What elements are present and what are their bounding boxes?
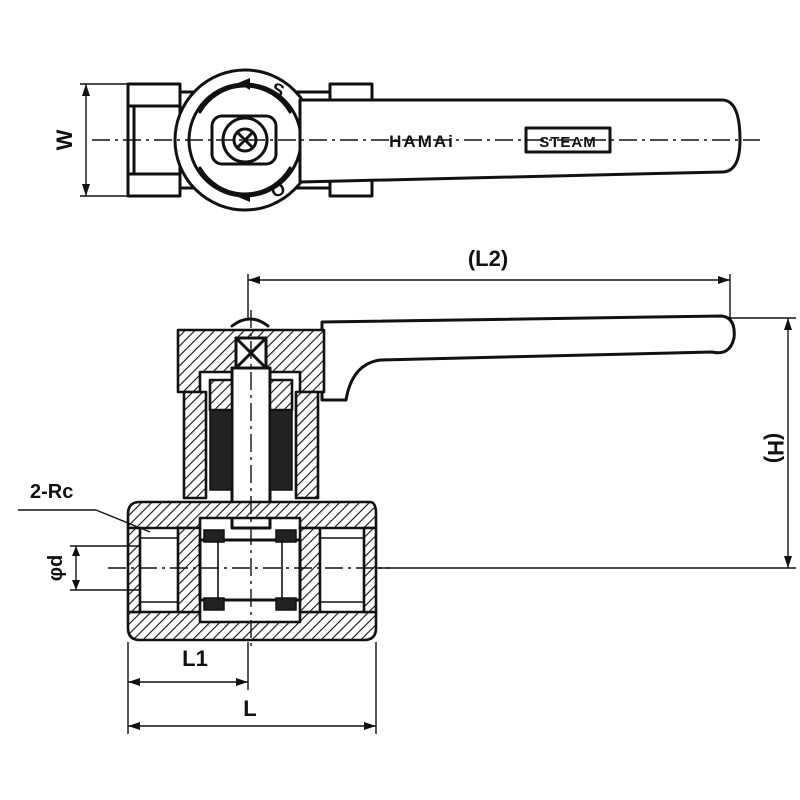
l2-dimension: (L2): [247, 246, 731, 322]
l-dimension: L: [127, 642, 377, 734]
phid-dimension: φd: [45, 545, 140, 591]
close-mark-o: O: [268, 178, 288, 202]
brand-text: HAMAi: [389, 132, 455, 151]
rc-label: 2-Rc: [30, 481, 73, 503]
rc-callout: 2-Rc: [18, 481, 151, 533]
l2-label: (L2): [468, 246, 508, 271]
steam-text: STEAM: [539, 134, 597, 151]
h-label: (H): [763, 433, 788, 464]
width-label: W: [52, 129, 77, 150]
side-section-view: (L2) (H): [18, 246, 796, 734]
l1-label: L1: [182, 646, 208, 671]
l1-dimension: L1: [127, 642, 249, 690]
handle-hub: S O: [173, 68, 317, 212]
lever-handle-side: [320, 314, 736, 402]
phid-label: φd: [45, 555, 67, 582]
l-label: L: [243, 696, 256, 721]
width-dimension: W: [52, 83, 128, 197]
top-view: W S O: [52, 68, 760, 212]
valve-body-side: [126, 500, 378, 642]
lever-handle-top: HAMAi STEAM: [92, 98, 760, 184]
bonnet: [176, 317, 326, 500]
h-dimension: (H): [376, 317, 796, 569]
